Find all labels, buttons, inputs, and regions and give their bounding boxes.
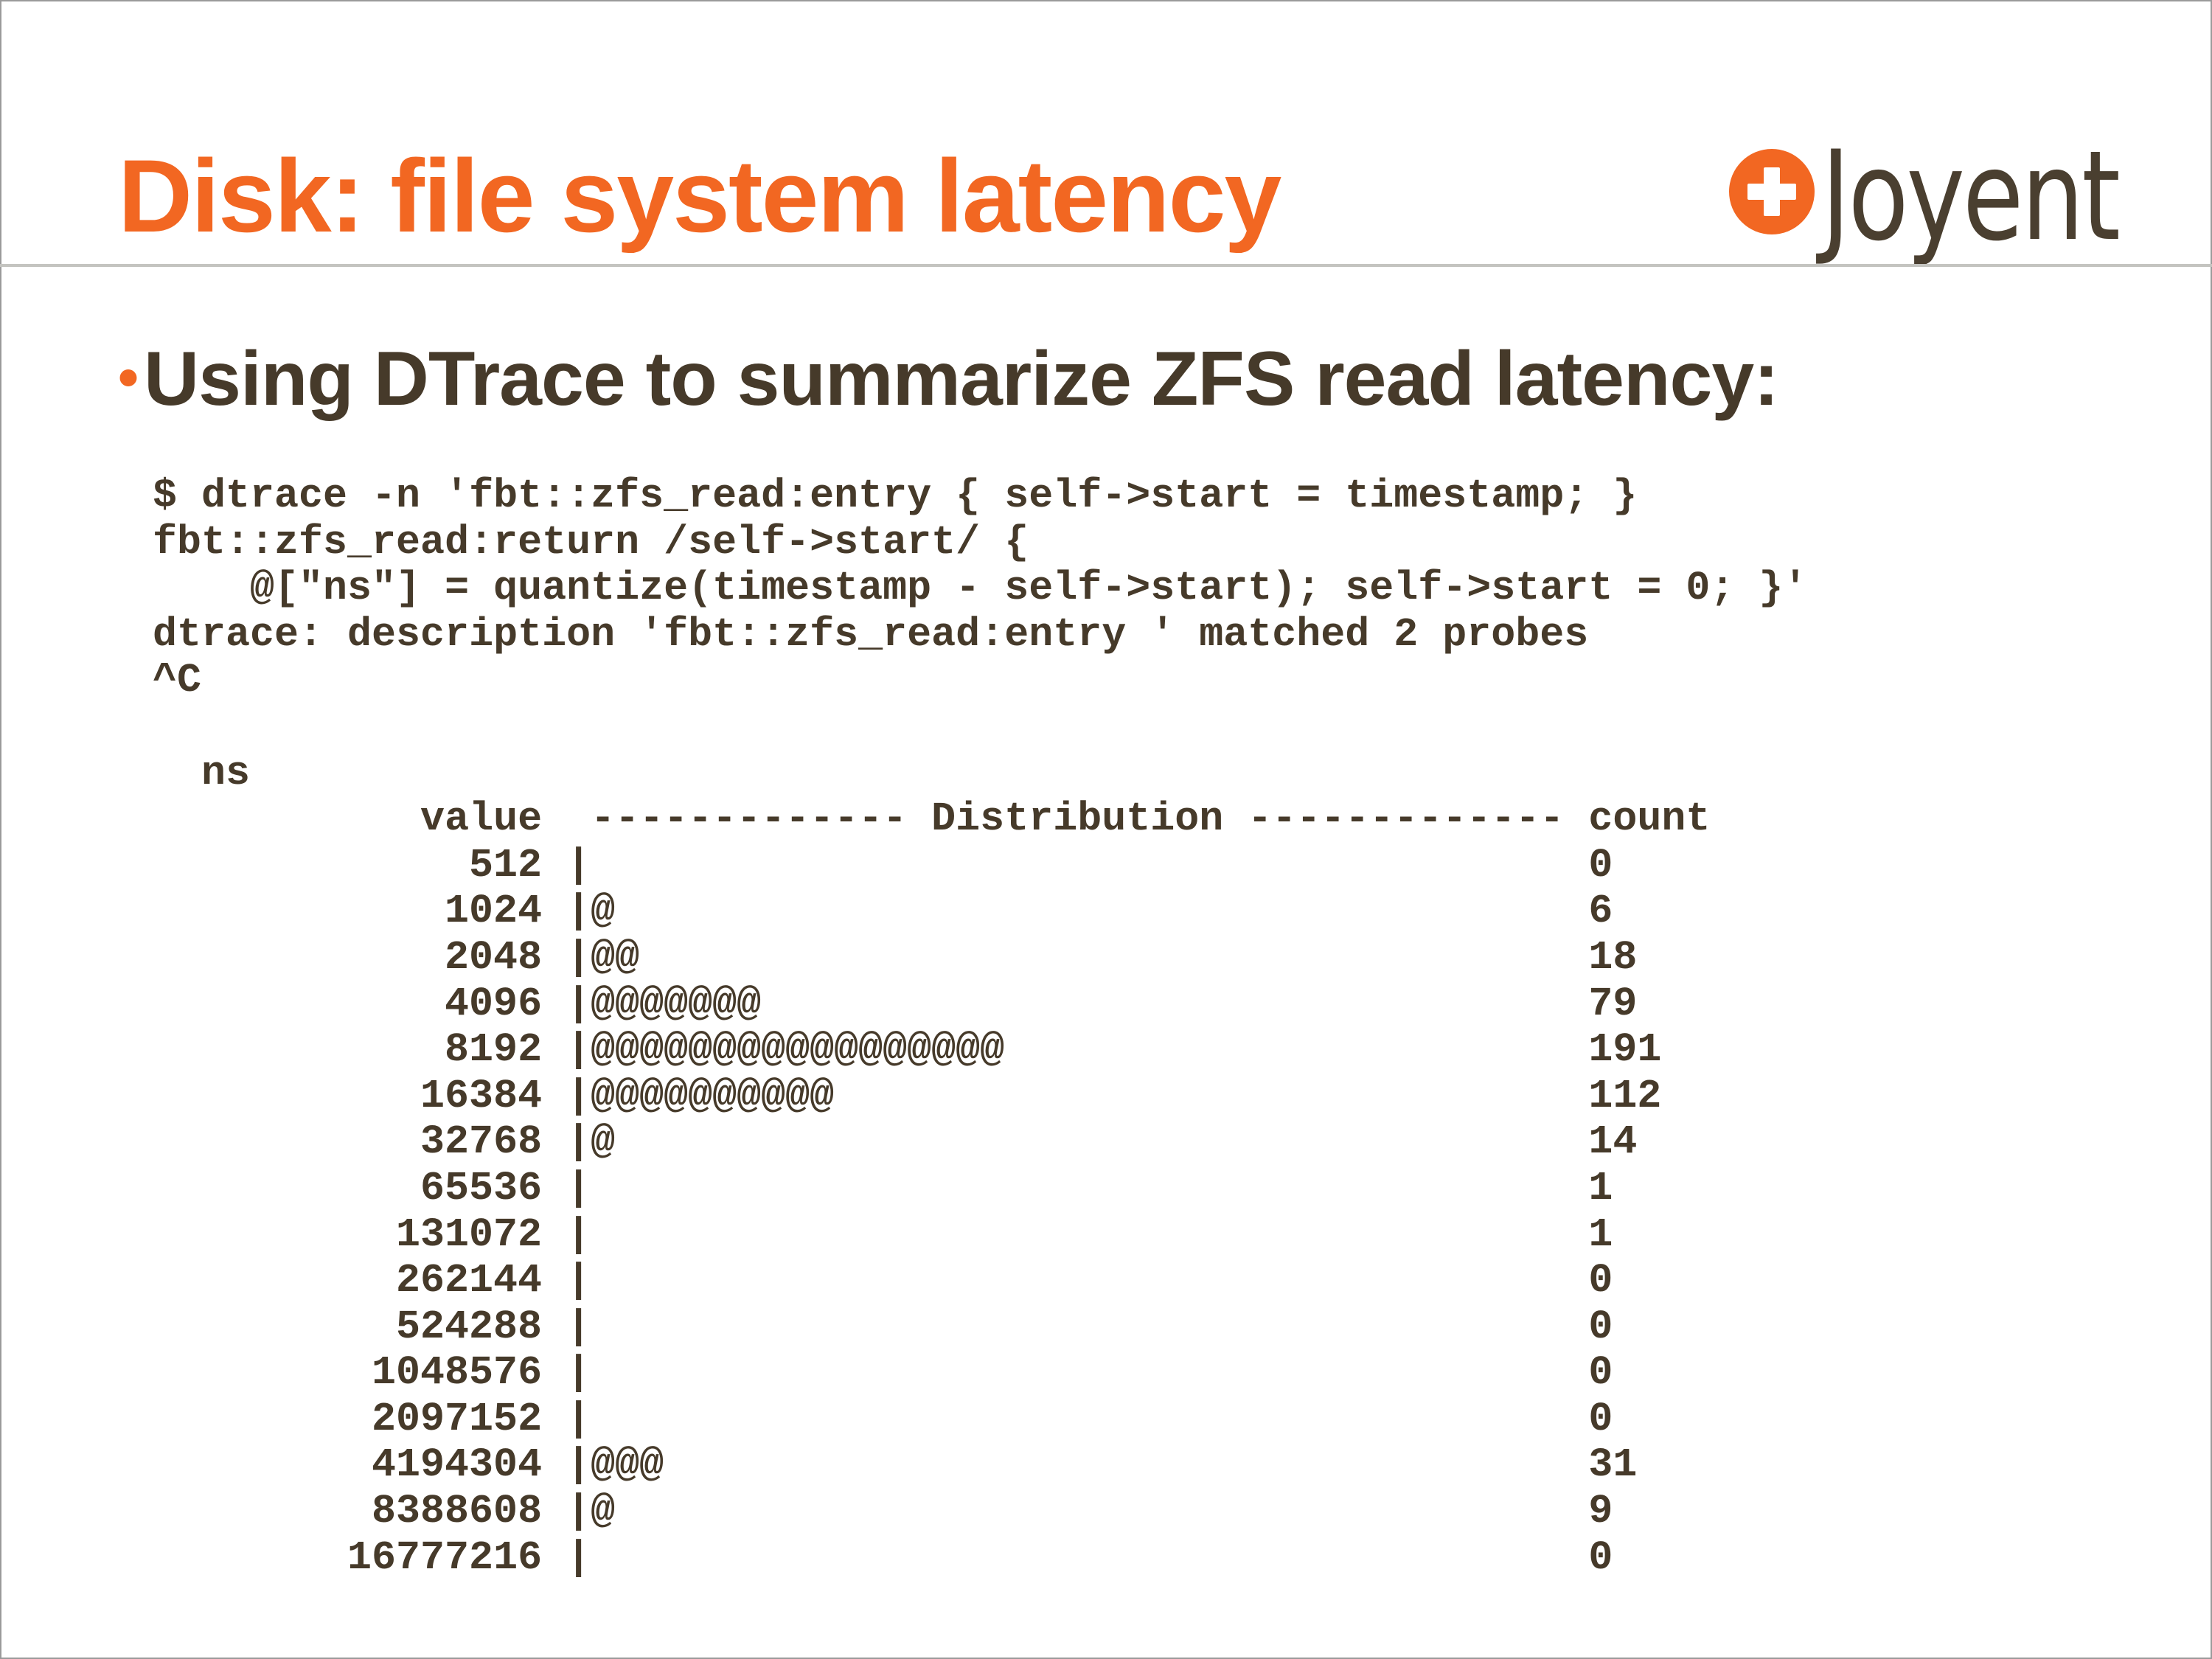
- histogram-row: 1024 |@6: [153, 888, 1807, 935]
- bucket-count: 0: [1588, 1257, 1613, 1304]
- bucket-count: 14: [1588, 1119, 1638, 1166]
- histogram-row: 262144 | 0: [153, 1257, 1807, 1304]
- bucket-count: 6: [1588, 888, 1613, 935]
- code-line: $ dtrace -n 'fbt::zfs_read:entry { self-…: [153, 473, 1638, 519]
- distribution-bar: @: [591, 1488, 616, 1535]
- bar-separator: |: [542, 980, 591, 1027]
- code-line: dtrace: description 'fbt::zfs_read:entry…: [153, 611, 1589, 658]
- bucket-count: 9: [1588, 1488, 1613, 1535]
- histogram-row: 4096 |@@@@@@@ 79: [153, 981, 1807, 1028]
- distribution-bar: @@@@@@@@@@: [591, 1072, 835, 1119]
- code-line: ^C: [153, 657, 202, 704]
- bucket-count: 0: [1588, 841, 1613, 888]
- bucket-value: 2097152: [372, 1395, 543, 1442]
- bucket-count: 0: [1588, 1395, 1613, 1442]
- bar-separator: |: [542, 933, 591, 981]
- histogram-row: 32768 |@14: [153, 1119, 1807, 1166]
- bucket-count: 1: [1588, 1211, 1613, 1258]
- histogram-row: 2048 |@@ 18: [153, 933, 1807, 981]
- bullet-text: Using DTrace to summarize ZFS read laten…: [144, 336, 1779, 422]
- bar-separator: |: [542, 1395, 591, 1442]
- bucket-count: 112: [1588, 1072, 1662, 1119]
- terminal-output: $ dtrace -n 'fbt::zfs_read:entry { self-…: [153, 473, 1807, 1581]
- bucket-value: 131072: [396, 1211, 543, 1258]
- histogram-row: 16777216 | 0: [153, 1534, 1807, 1582]
- logo-wordmark: Joyent: [1821, 124, 2121, 268]
- bar-separator: |: [542, 888, 591, 935]
- bucket-count: 0: [1588, 1534, 1613, 1581]
- bucket-count: 0: [1588, 1303, 1613, 1350]
- title-divider: [0, 264, 2212, 267]
- bucket-value: 524288: [396, 1303, 543, 1350]
- code-line: ns: [153, 749, 251, 796]
- bar-separator: |: [542, 1211, 591, 1258]
- bucket-value: 16384: [420, 1072, 543, 1119]
- histogram-row: 8192 |@@@@@@@@@@@@@@@@@ 191: [153, 1026, 1807, 1074]
- histogram-row: 512 | 0: [153, 841, 1807, 889]
- joyent-logo: Joyent: [1729, 124, 2186, 268]
- histogram-row: 65536 | 1: [153, 1164, 1807, 1212]
- histogram-header: value ------------- Distribution -------…: [153, 796, 1711, 843]
- bucket-value: 65536: [420, 1164, 543, 1211]
- bucket-value: 32768: [420, 1119, 543, 1166]
- bullet-point: •Using DTrace to summarize ZFS read late…: [118, 335, 1779, 423]
- bar-separator: |: [542, 1534, 591, 1581]
- bar-separator: |: [542, 1488, 591, 1535]
- bucket-count: 31: [1588, 1441, 1638, 1489]
- bucket-value: 8388608: [372, 1488, 543, 1535]
- histogram-row: 2097152 | 0: [153, 1395, 1807, 1443]
- bucket-value: 8192: [445, 1026, 543, 1074]
- histogram-row: 524288 | 0: [153, 1304, 1807, 1351]
- distribution-bar: @@: [591, 933, 640, 981]
- distribution-bar: @@@: [591, 1441, 664, 1489]
- distribution-bar: @@@@@@@: [591, 980, 762, 1027]
- distribution-bar: @@@@@@@@@@@@@@@@@: [591, 1026, 1005, 1074]
- bucket-value: 4194304: [372, 1441, 543, 1489]
- bar-separator: |: [542, 1072, 591, 1119]
- bucket-count: 1: [1588, 1164, 1613, 1211]
- slide-title: Disk: file system latency: [118, 138, 1281, 254]
- bucket-count: 18: [1588, 933, 1638, 981]
- bucket-value: 16777216: [347, 1534, 543, 1581]
- bar-separator: |: [542, 1164, 591, 1211]
- bar-separator: |: [542, 841, 591, 888]
- bucket-value: 2048: [445, 933, 543, 981]
- histogram-row: 131072 | 1: [153, 1211, 1807, 1259]
- code-line: fbt::zfs_read:return /self->start/ {: [153, 518, 1029, 566]
- code-line: [153, 704, 1807, 751]
- bar-separator: |: [542, 1026, 591, 1074]
- bar-separator: |: [542, 1349, 591, 1397]
- bar-separator: |: [542, 1119, 591, 1166]
- histogram-row: 16384 |@@@@@@@@@@ 112: [153, 1072, 1807, 1120]
- bucket-value: 4096: [445, 980, 543, 1027]
- distribution-bar: @: [591, 1119, 616, 1166]
- bar-separator: |: [542, 1257, 591, 1304]
- code-line: @["ns"] = quantize(timestamp - self->sta…: [153, 565, 1808, 612]
- bucket-count: 0: [1588, 1349, 1613, 1397]
- bullet-dot-icon: •: [118, 344, 139, 410]
- histogram-row: 1048576 | 0: [153, 1349, 1807, 1397]
- histogram-row: 8388608 |@9: [153, 1488, 1807, 1535]
- joyent-plus-icon: [1729, 149, 1815, 234]
- bar-separator: |: [542, 1441, 591, 1489]
- bucket-value: 262144: [396, 1257, 543, 1304]
- bucket-value: 1024: [445, 888, 543, 935]
- bucket-count: 191: [1588, 1026, 1662, 1074]
- bar-separator: |: [542, 1303, 591, 1350]
- bucket-count: 79: [1588, 980, 1638, 1027]
- bucket-value: 1048576: [372, 1349, 543, 1397]
- histogram-row: 4194304 |@@@ 31: [153, 1442, 1807, 1489]
- distribution-bar: @: [591, 888, 616, 935]
- bucket-value: 512: [469, 841, 543, 888]
